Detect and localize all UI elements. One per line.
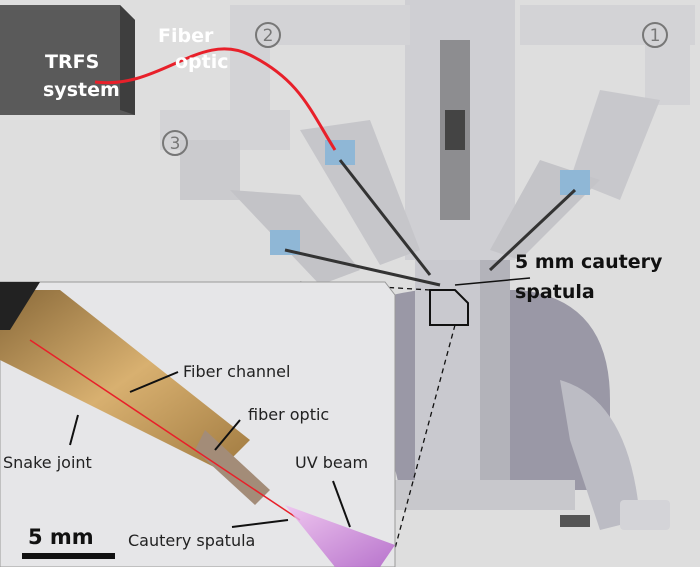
robot-base bbox=[358, 250, 670, 530]
uv-beam-label: UV beam bbox=[295, 453, 368, 472]
cautery-spatula-label: 5 mm cautery bbox=[515, 251, 663, 273]
cautery-spatula-inset-label: Cautery spatula bbox=[128, 531, 255, 550]
svg-text:TRFS: TRFS bbox=[45, 51, 99, 73]
spatula-callout-box bbox=[429, 289, 469, 326]
scale-bar bbox=[22, 553, 115, 559]
trfs-system-box: TRFS system bbox=[0, 5, 135, 115]
arm-number-2: 2 bbox=[255, 22, 281, 48]
svg-text:system: system bbox=[43, 79, 120, 101]
scale-bar-label: 5 mm bbox=[28, 525, 94, 549]
robot-arms bbox=[160, 0, 695, 287]
snake-joint-label: Snake joint bbox=[3, 453, 92, 472]
arm-number-1: 1 bbox=[642, 22, 668, 48]
svg-text:2: 2 bbox=[263, 26, 274, 46]
instrument-inset: Fiber channel fiber optic Snake joint UV… bbox=[0, 281, 396, 567]
fiber-channel-label: Fiber channel bbox=[183, 362, 290, 381]
fiber-optic-label-2: optic bbox=[175, 51, 229, 73]
uv-beam bbox=[285, 505, 395, 567]
inset-fiber-optic-label: fiber optic bbox=[248, 405, 329, 424]
arm-number-3: 3 bbox=[162, 130, 188, 156]
fiber-optic-cable bbox=[94, 47, 337, 151]
fiber-optic-label: Fiber bbox=[158, 25, 214, 47]
svg-text:1: 1 bbox=[650, 26, 661, 46]
cautery-spatula-label-2: spatula bbox=[515, 281, 595, 303]
svg-text:3: 3 bbox=[170, 134, 181, 154]
